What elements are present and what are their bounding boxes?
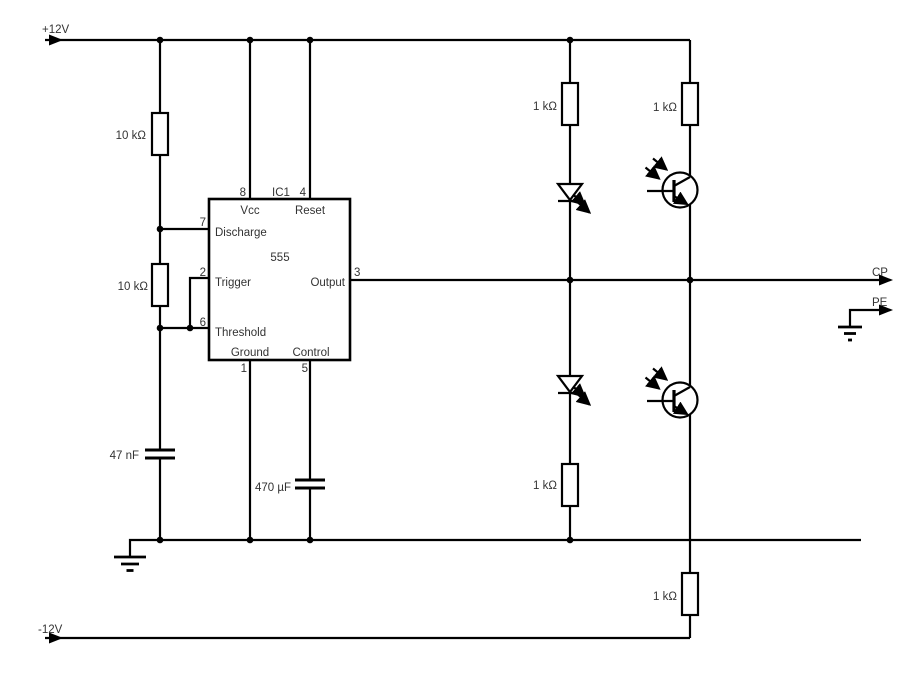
led-triangle [555,182,585,202]
junction-dot [306,536,314,544]
pe-signal-label: PE [872,297,888,309]
opto-branch: 1 kΩ 1 kΩ [644,40,700,638]
phototransistor-2 [644,366,699,419]
ic-designator: IC1 [272,187,290,199]
pin-number-discharge: 7 [200,217,206,229]
pin-label-discharge: Discharge [215,227,267,239]
positive-rail: +12V [42,24,690,46]
pin-number-threshold: 6 [200,317,206,329]
emit-arrow-icon [575,199,592,214]
capacitor-c-control: 470 µF [255,478,325,540]
resistor-r-opto-top [680,81,700,127]
light-arrow-icon [652,366,669,381]
junction-dot [156,36,164,44]
pe-stub: PE [838,297,893,342]
wire-segment [848,308,880,326]
resistor-label: 1 kΩ [533,101,557,113]
emitter-arrow-icon [672,191,689,206]
resistor-r-timing-top [150,111,170,157]
ground-symbol [838,325,862,342]
resistor-label: 1 kΩ [533,480,557,492]
pin-number-ground: 1 [241,363,247,375]
negative-rail-label: -12V [38,624,63,636]
junction-dot [566,36,574,44]
junction-dot [566,536,574,544]
pin-number-control: 5 [302,363,308,375]
ic-part-number: 555 [270,252,289,264]
cp-signal-label: CP [872,267,888,279]
ic-555: IC1 555 8 Vcc 4 Reset 7 Discharge 2 Trig… [160,40,360,540]
junction-dot [156,536,164,544]
resistor-label: 10 kΩ [116,130,147,142]
pin-label-control: Control [292,347,329,359]
junction-dot [156,324,164,332]
junction-dot [566,276,574,284]
capacitor-label: 47 nF [110,450,139,462]
timing-branch: 10 kΩ 10 kΩ 47 nF [110,40,175,540]
resistor-label: 10 kΩ [118,281,149,293]
emitter-arrow-icon [672,401,689,416]
pin-number-vcc: 8 [240,187,246,199]
wire-segment [128,538,861,557]
junction-dot [686,276,694,284]
pin-number-reset: 4 [300,187,307,199]
ground-symbol [114,555,146,572]
emit-arrow-icon [575,391,592,406]
junction-dot [246,36,254,44]
resistor-label: 1 kΩ [653,102,677,114]
resistor-r-led-top [560,81,580,127]
right-arrow-icon [879,304,893,316]
pin-number-trigger: 2 [200,267,206,279]
ic-body [207,197,352,362]
pin-label-threshold: Threshold [215,327,266,339]
resistor-r-led-bottom [560,462,580,508]
light-arrow-icon [652,156,669,171]
junction-dot [246,536,254,544]
light-arrow-icon [644,165,661,180]
led-1 [555,182,592,214]
positive-rail-label: +12V [42,24,70,36]
pin-label-vcc: Vcc [240,205,259,217]
pin-label-reset: Reset [295,205,326,217]
resistor-label: 1 kΩ [653,591,677,603]
collector-lead [673,386,691,397]
ground-rail [114,538,861,572]
output-line: CP [350,267,893,286]
negative-rail: -12V [38,624,690,644]
pin2-wire [188,276,210,328]
junction-dot [306,36,314,44]
junction-dot [156,225,164,233]
junction-dots [156,36,694,544]
pin-label-ground: Ground [231,347,269,359]
junction-dot [186,324,194,332]
led-triangle [555,374,585,394]
led-2 [555,374,592,406]
light-arrow-icon [644,375,661,390]
pin-label-output: Output [310,277,345,289]
resistor-r-neg-rail [680,571,700,617]
resistor-r-timing-bottom [150,262,170,308]
led-branch: 1 kΩ 1 kΩ [533,40,592,540]
capacitor-label: 470 µF [255,482,291,494]
right-arrow-icon [49,34,63,46]
phototransistor-1 [644,156,699,209]
capacitor-c-timing [145,448,175,460]
right-arrow-icon [879,274,893,286]
collector-lead [673,176,691,187]
pin-label-trigger: Trigger [215,277,251,289]
right-arrow-icon [49,632,63,644]
pin-number-output: 3 [354,267,360,279]
